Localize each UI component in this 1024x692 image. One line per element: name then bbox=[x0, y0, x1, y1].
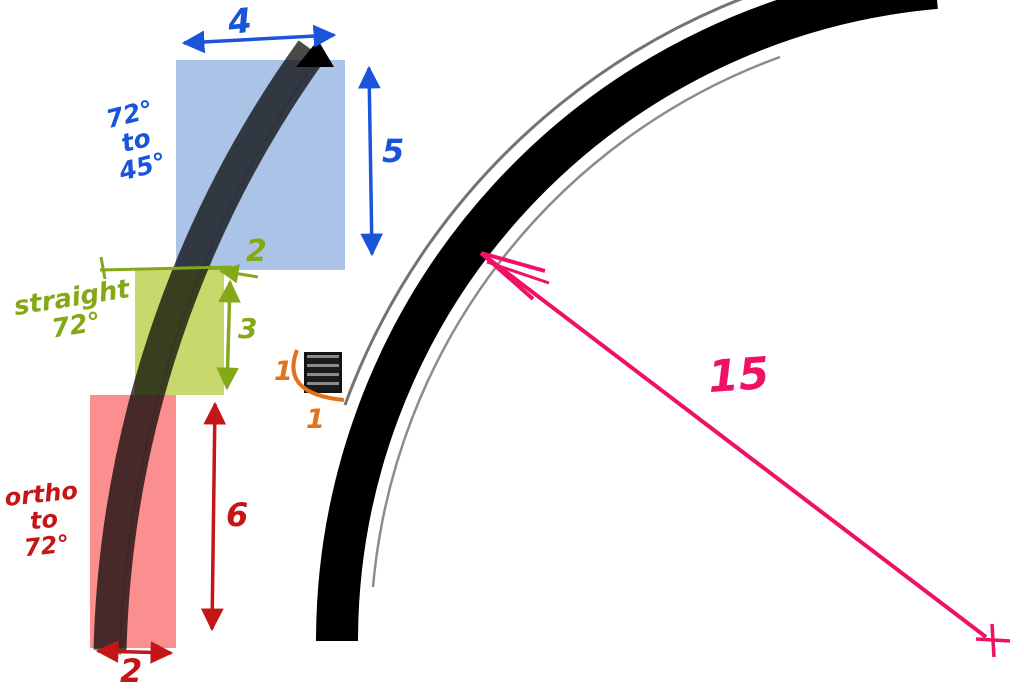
tile-label-left: 1 bbox=[274, 356, 293, 387]
texture-tile bbox=[304, 352, 342, 393]
tile-label-bottom: 1 bbox=[306, 404, 325, 435]
red-rectangle bbox=[90, 395, 176, 648]
tile-bracket bbox=[291, 349, 345, 402]
dim-height-5 bbox=[357, 65, 384, 257]
dim-height-3 bbox=[216, 279, 241, 391]
dim-width-2-red bbox=[95, 640, 174, 664]
dim-width-4 bbox=[181, 24, 337, 54]
center-cross bbox=[975, 623, 1011, 658]
dim-label-green-width: 2 bbox=[246, 234, 267, 269]
dim-width-2-green bbox=[219, 264, 259, 284]
large-arc bbox=[316, 0, 938, 642]
large-arc-sketch-outer bbox=[343, 0, 743, 406]
dim-label-green-height: 3 bbox=[238, 312, 258, 345]
radius-label: 15 bbox=[706, 347, 771, 404]
dim-label-blue-height: 5 bbox=[382, 132, 405, 170]
dim-label-red-width: 2 bbox=[120, 652, 143, 690]
dim-label-blue-width: 4 bbox=[225, 0, 254, 44]
dim-height-6 bbox=[200, 401, 227, 632]
large-arc-sketch-inner bbox=[371, 55, 781, 588]
red-angle-note: ortho to 72° bbox=[0, 476, 92, 564]
blue-square bbox=[176, 60, 345, 270]
dim-label-red-height: 6 bbox=[226, 496, 249, 534]
radius-arrow-15 bbox=[479, 251, 988, 639]
green-rectangle bbox=[135, 268, 224, 395]
green-extension-line bbox=[99, 256, 233, 280]
